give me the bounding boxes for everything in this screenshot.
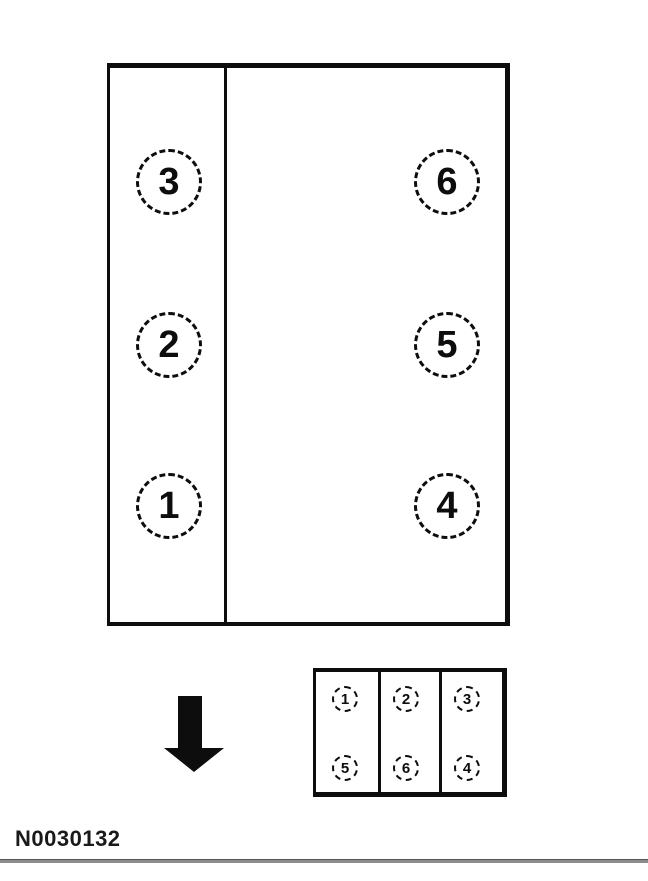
connector-divider-line (378, 668, 381, 797)
cylinder-number: 4 (436, 485, 458, 527)
cylinder-number: 3 (158, 161, 180, 203)
cylinder-circle-2: 2 (136, 312, 202, 378)
cylinder-circle-6: 6 (414, 149, 480, 215)
figure-caption: N0030132 (15, 826, 121, 851)
cylinder-circle-1: 1 (136, 473, 202, 539)
pin-number: 6 (401, 759, 411, 777)
cylinder-number: 5 (436, 324, 458, 366)
pin-number: 2 (401, 690, 411, 708)
bank-divider-line (224, 63, 227, 626)
cylinder-number: 2 (158, 324, 180, 366)
pin-circle-4: 4 (454, 755, 480, 781)
pin-circle-3: 3 (454, 686, 480, 712)
cylinder-number: 6 (436, 161, 458, 203)
pin-circle-2: 2 (393, 686, 419, 712)
pin-number: 5 (340, 759, 350, 777)
cylinder-number: 1 (158, 485, 180, 527)
cylinder-circle-4: 4 (414, 473, 480, 539)
connector-divider-line (439, 668, 442, 797)
down-arrow-icon (164, 696, 224, 772)
bottom-rule (0, 859, 648, 863)
pin-circle-5: 5 (332, 755, 358, 781)
pin-number: 4 (462, 759, 472, 777)
cylinder-circle-5: 5 (414, 312, 480, 378)
cylinder-circle-3: 3 (136, 149, 202, 215)
pin-circle-1: 1 (332, 686, 358, 712)
pin-number: 3 (462, 690, 472, 708)
pin-circle-6: 6 (393, 755, 419, 781)
pin-number: 1 (340, 690, 350, 708)
